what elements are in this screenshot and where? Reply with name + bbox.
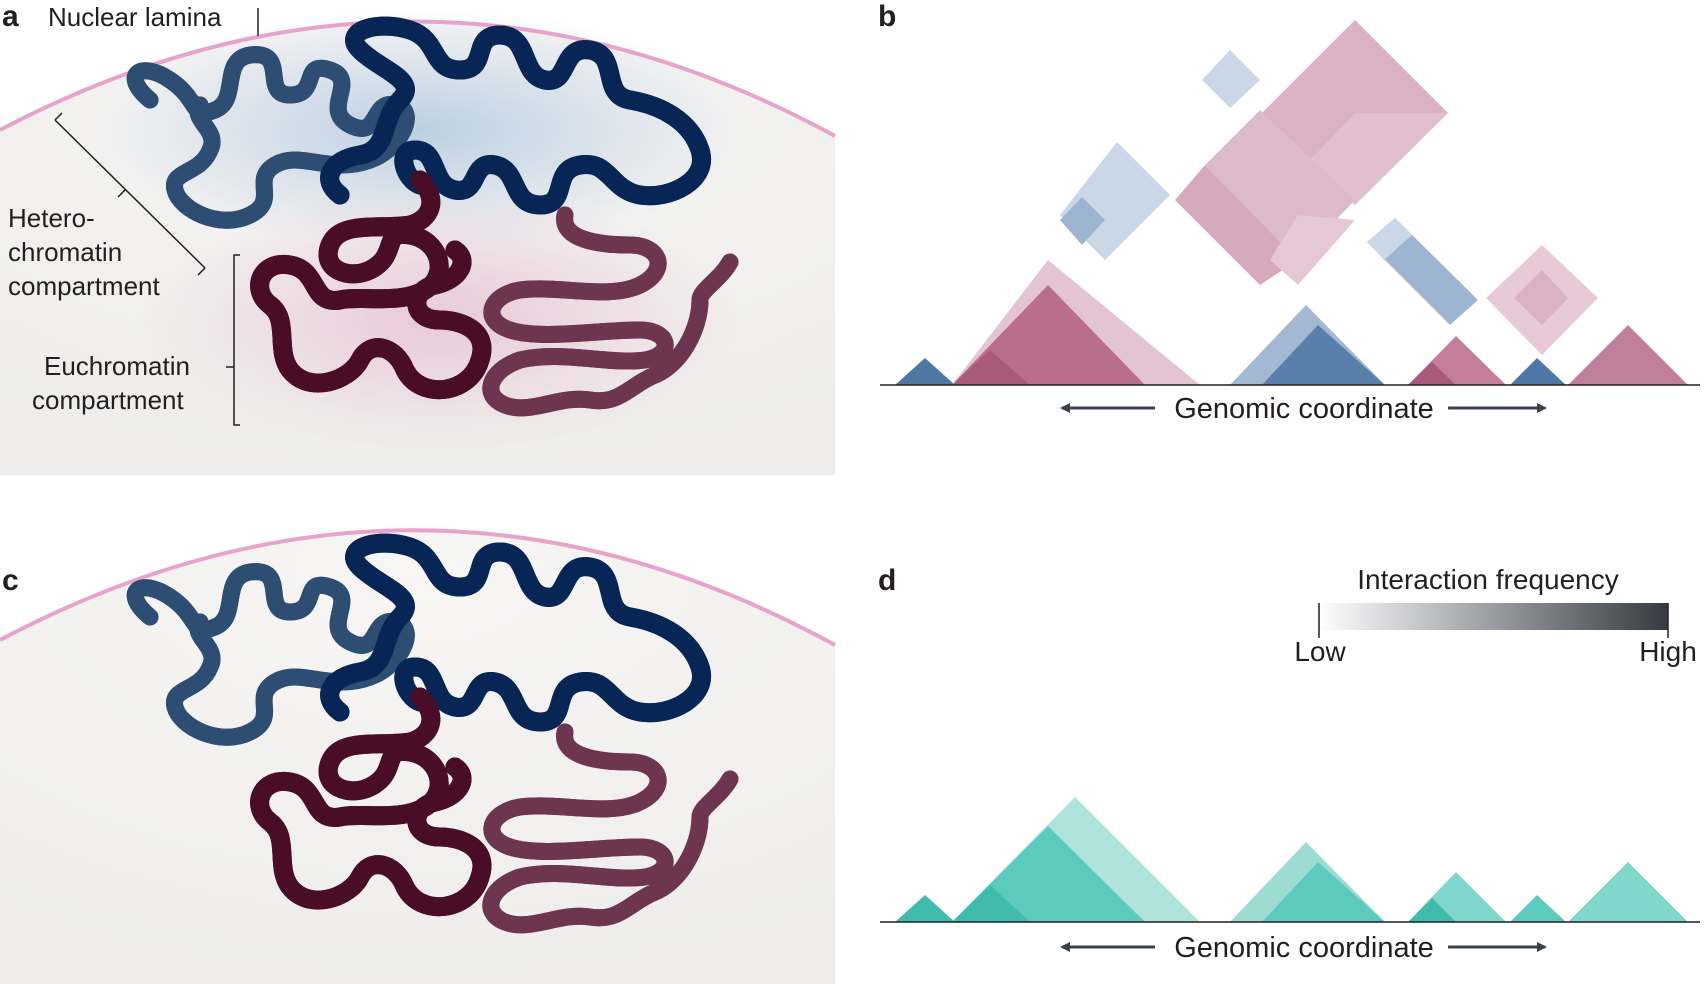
nuclear-lamina-line-c [0,528,836,647]
tad-teal-2-sub [952,885,1030,922]
euchromatin-fiber-light [491,206,739,408]
nuclear-lamina-line-a [0,19,836,138]
legend-gradient-bar [1318,603,1668,630]
legend-title: Interaction frequency [1357,564,1619,595]
tad-teal-6 [1568,862,1688,922]
heterochromatin-label-line2: chromatin [8,237,122,267]
contact-square-blue-topleft [1202,50,1260,108]
contact-band-blue-right [1367,218,1478,325]
euchromatin-label-line1: Euchromatin [44,351,190,381]
euchromatin-bracket [226,254,240,426]
heterochromatin-fiber-dark [330,26,702,205]
contact-block-pink-middle [1175,110,1355,285]
contact-band-blue-left [1060,142,1170,260]
legend-high-label: High [1639,636,1697,667]
bracket-tick [117,189,126,198]
heterochromatin-glow [90,10,750,250]
tad-teal-4-sub [1408,898,1456,922]
panel-c-letter: c [2,564,19,597]
contact-square-pink-right [1486,245,1598,355]
heterochromatin-bracket [54,119,206,269]
heterochromatin-label-line3: compartment [8,271,160,301]
tad-teal-5 [1510,895,1566,922]
panel-a-letter: a [2,0,19,33]
genomic-coordinate-label-b: Genomic coordinate [1174,393,1434,425]
tad-blue-1 [895,358,955,385]
nuclear-lamina-label: Nuclear lamina [48,2,222,32]
legend-low-label: Low [1294,636,1346,667]
tad-teal-1 [895,895,955,922]
euchromatin-label-line2: compartment [32,385,184,415]
panel-a: a Nuclear lamina Hetero- chromatin compa… [0,0,836,475]
euchromatin-fiber-dark [260,170,482,390]
panel-d-letter: d [878,564,896,597]
panel-c: c [0,528,836,984]
tad-pink-1-sub [952,350,1030,385]
heterochromatin-fiber-light [135,55,406,221]
bracket-tick [54,112,63,121]
heterochromatin-label-line1: Hetero- [8,203,95,233]
bracket-tick [197,267,206,276]
tad-teal-3-core [1262,862,1385,922]
tad-blue-2-core [1262,325,1385,385]
tad-pink-3 [1568,325,1688,385]
interaction-legend: Interaction frequency Low High [1294,564,1696,667]
tad-row-b [895,260,1688,385]
tad-pink-2-sub [1408,362,1456,385]
tad-row-d [895,797,1688,922]
panel-b-letter: b [878,0,896,33]
genomic-coordinate-label-d: Genomic coordinate [1174,932,1434,964]
panel-b: b [878,0,1700,425]
tad-blue-3 [1510,358,1566,385]
panel-d: d Interaction frequency Low High Genomic… [878,564,1700,964]
